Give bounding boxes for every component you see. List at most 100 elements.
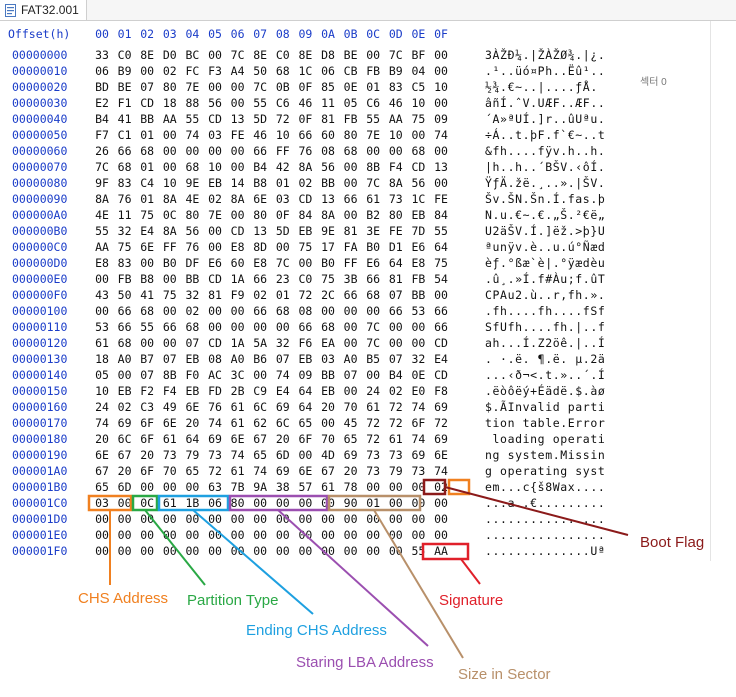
hex-byte[interactable]: 80 bbox=[253, 208, 268, 222]
hex-byte[interactable]: 61 bbox=[230, 464, 245, 478]
hex-byte[interactable]: 07 bbox=[343, 368, 358, 382]
ascii-column[interactable]: g operating syst bbox=[485, 464, 606, 478]
hex-byte[interactable]: 8E bbox=[140, 48, 155, 62]
hex-byte[interactable]: 70 bbox=[162, 464, 177, 478]
hex-byte[interactable]: 66 bbox=[343, 192, 358, 206]
hex-byte[interactable]: EB bbox=[208, 176, 222, 190]
hex-byte[interactable]: FD bbox=[208, 384, 222, 398]
hex-byte[interactable]: 4E bbox=[95, 208, 109, 222]
ascii-column[interactable]: ´A»ªUÍ.]r..ûUªu. bbox=[485, 112, 606, 126]
hex-byte[interactable]: 0B bbox=[275, 80, 290, 94]
hex-byte[interactable]: 68 bbox=[321, 320, 335, 334]
ascii-column[interactable]: ................ bbox=[485, 528, 606, 542]
hex-byte[interactable]: 24 bbox=[366, 384, 381, 398]
hex-byte[interactable]: 02 bbox=[253, 288, 268, 302]
hex-byte[interactable]: 61 bbox=[388, 432, 403, 446]
hex-byte[interactable]: 10 bbox=[434, 80, 448, 94]
hex-byte[interactable]: 65 bbox=[253, 448, 268, 462]
hex-byte[interactable]: BC bbox=[185, 48, 200, 62]
hex-byte[interactable]: 01 bbox=[275, 176, 290, 190]
hex-byte[interactable]: 76 bbox=[117, 192, 132, 206]
hex-byte[interactable]: 6F bbox=[140, 464, 155, 478]
hex-byte[interactable]: CD bbox=[434, 368, 448, 382]
hex-byte[interactable]: 61 bbox=[366, 400, 381, 414]
hex-byte[interactable]: 2B bbox=[230, 384, 245, 398]
hex-byte[interactable]: 66 bbox=[162, 320, 177, 334]
hex-byte[interactable]: 6E bbox=[140, 240, 155, 254]
hex-byte[interactable]: 07 bbox=[388, 288, 403, 302]
hex-byte[interactable]: 10 bbox=[411, 96, 426, 110]
hex-byte[interactable]: 74 bbox=[411, 400, 426, 414]
hex-byte[interactable]: 00 bbox=[275, 320, 290, 334]
hex-byte[interactable]: 80 bbox=[162, 80, 177, 94]
hex-byte[interactable]: 68 bbox=[366, 288, 381, 302]
hex-byte[interactable]: CD bbox=[208, 336, 222, 350]
hex-byte[interactable]: B4 bbox=[388, 368, 403, 382]
hex-byte[interactable]: A0 bbox=[117, 352, 132, 366]
hex-byte[interactable]: 00 bbox=[208, 512, 222, 526]
hex-byte[interactable]: B7 bbox=[140, 352, 155, 366]
hex-byte[interactable]: BB bbox=[321, 368, 335, 382]
hex-byte[interactable]: BE bbox=[343, 48, 358, 62]
hex-byte[interactable]: 03 bbox=[208, 128, 222, 142]
hex-byte[interactable]: 3C bbox=[230, 368, 245, 382]
hex-byte[interactable]: 6E bbox=[95, 448, 109, 462]
hex-byte[interactable]: 1B bbox=[185, 496, 200, 510]
hex-byte[interactable]: 10 bbox=[162, 176, 177, 190]
hex-byte[interactable]: 00 bbox=[411, 480, 426, 494]
hex-byte[interactable]: 67 bbox=[95, 464, 109, 478]
hex-byte[interactable]: CD bbox=[230, 224, 245, 238]
hex-byte[interactable]: 07 bbox=[162, 352, 177, 366]
hex-byte[interactable]: C0 bbox=[275, 48, 290, 62]
hex-byte[interactable]: 56 bbox=[208, 96, 222, 110]
hex-byte[interactable]: 68 bbox=[140, 304, 155, 318]
hex-byte[interactable]: 00 bbox=[117, 512, 132, 526]
hex-byte[interactable]: 43 bbox=[95, 288, 109, 302]
hex-byte[interactable]: C0 bbox=[298, 272, 313, 286]
hex-byte[interactable]: 6E bbox=[162, 416, 177, 430]
hex-byte[interactable]: 3B bbox=[343, 272, 358, 286]
hex-byte[interactable]: 00 bbox=[253, 544, 268, 558]
hex-byte[interactable]: 6E bbox=[434, 448, 448, 462]
hex-byte[interactable]: 00 bbox=[230, 528, 245, 542]
hex-byte[interactable]: B9 bbox=[388, 64, 403, 78]
hex-byte[interactable]: 2C bbox=[321, 288, 335, 302]
hex-byte[interactable]: 63 bbox=[208, 480, 222, 494]
hex-byte[interactable]: 72 bbox=[366, 416, 381, 430]
ascii-column[interactable]: tion table.Error bbox=[485, 416, 606, 430]
hex-byte[interactable]: 66 bbox=[388, 304, 403, 318]
hex-byte[interactable]: 69 bbox=[343, 448, 358, 462]
hex-byte[interactable]: 20 bbox=[343, 464, 358, 478]
hex-byte[interactable]: 00 bbox=[230, 320, 245, 334]
hex-byte[interactable]: 6C bbox=[117, 432, 132, 446]
hex-byte[interactable]: 72 bbox=[388, 416, 403, 430]
hex-byte[interactable]: 00 bbox=[162, 480, 177, 494]
hex-byte[interactable]: 74 bbox=[208, 416, 222, 430]
hex-byte[interactable]: 00 bbox=[388, 528, 403, 542]
hex-byte[interactable]: 00 bbox=[230, 512, 245, 526]
hex-byte[interactable]: 66 bbox=[253, 272, 268, 286]
hex-byte[interactable]: 00 bbox=[434, 96, 448, 110]
hex-byte[interactable]: E2 bbox=[95, 96, 109, 110]
hex-byte[interactable]: 68 bbox=[343, 144, 358, 158]
hex-byte[interactable]: 6F bbox=[411, 416, 426, 430]
hex-byte[interactable]: 69 bbox=[117, 416, 132, 430]
hex-byte[interactable]: 09 bbox=[434, 112, 448, 126]
hex-byte[interactable]: 7E bbox=[185, 80, 200, 94]
hex-byte[interactable]: 41 bbox=[140, 288, 155, 302]
hex-byte[interactable]: 84 bbox=[298, 208, 313, 222]
hex-byte[interactable]: 26 bbox=[95, 144, 109, 158]
hex-byte[interactable]: 00 bbox=[162, 528, 177, 542]
hex-byte[interactable]: 02 bbox=[185, 304, 200, 318]
hex-byte[interactable]: 7C bbox=[253, 80, 268, 94]
hex-byte[interactable]: 13 bbox=[321, 192, 335, 206]
hex-byte[interactable]: 4D bbox=[321, 448, 335, 462]
hex-byte[interactable]: AA bbox=[388, 112, 403, 126]
hex-byte[interactable]: 64 bbox=[434, 240, 448, 254]
hex-byte[interactable]: 00 bbox=[185, 544, 200, 558]
hex-byte[interactable]: 49 bbox=[162, 400, 177, 414]
ascii-column[interactable]: ................ bbox=[485, 512, 606, 526]
hex-byte[interactable]: BB bbox=[185, 272, 200, 286]
hex-byte[interactable]: 62 bbox=[253, 416, 268, 430]
hex-byte[interactable]: 00 bbox=[298, 496, 313, 510]
